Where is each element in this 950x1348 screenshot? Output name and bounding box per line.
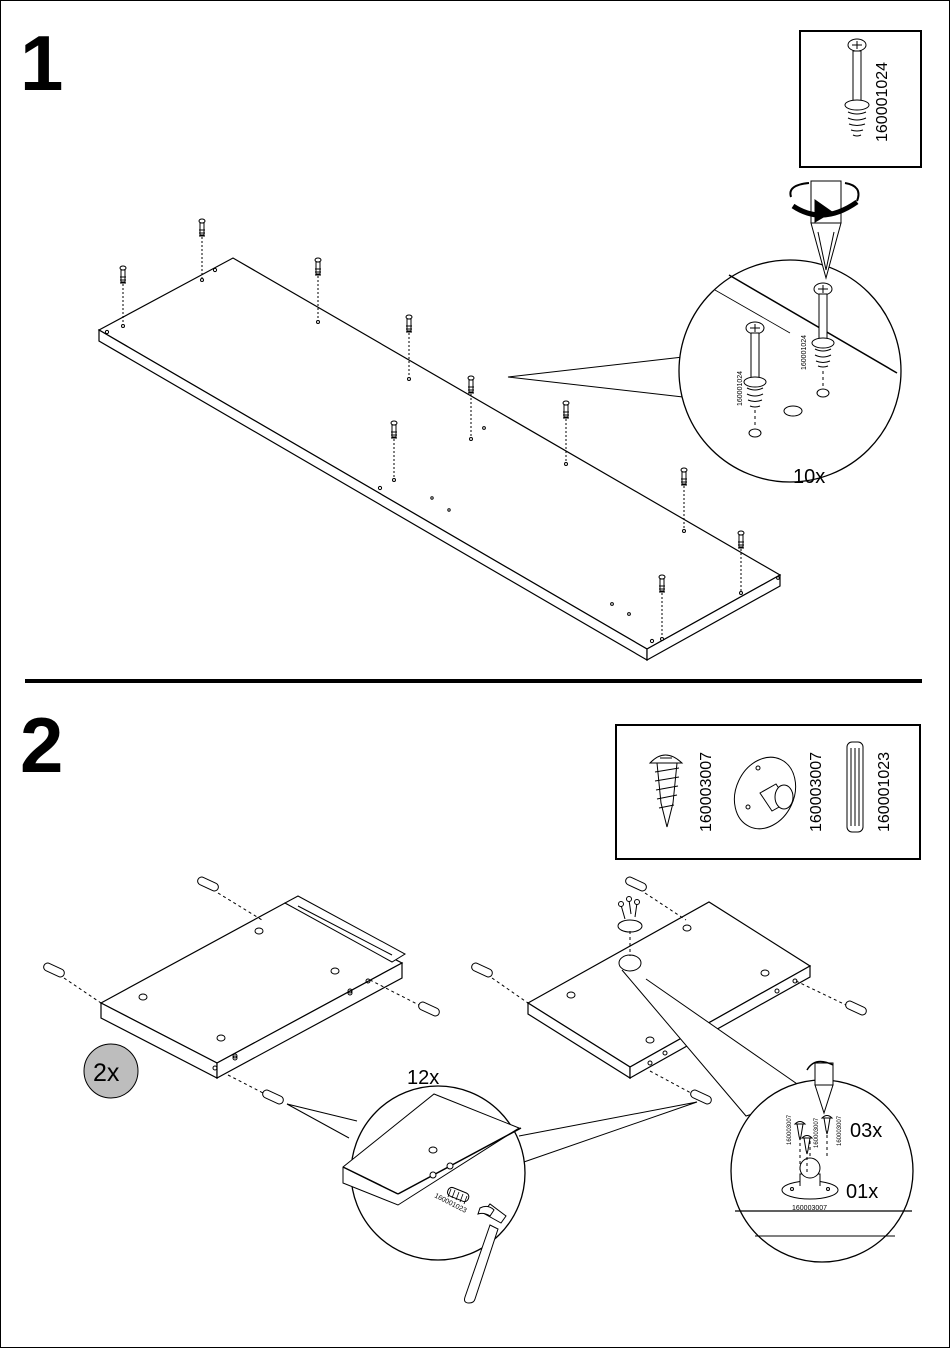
- step-1-part-code: 160001024: [874, 62, 891, 142]
- screw-callout-qty: 03x: [850, 1120, 882, 1142]
- dowel-callout-pointer-right: [519, 1102, 697, 1163]
- step-1-illustration: 10x 160001024 160001024 160001024: [99, 31, 921, 660]
- dowel-callout-qty: 12x: [407, 1067, 439, 1089]
- part-code-2: 160003007: [808, 752, 825, 832]
- step-1-quantity: 10x: [793, 466, 825, 488]
- callout-code-b: 160001024: [801, 335, 808, 370]
- step-2-illustration: 160003007 160003007 160001023: [42, 725, 920, 1303]
- part-code-1: 160003007: [698, 752, 715, 832]
- step-2-multiplier: 2x: [93, 1059, 120, 1087]
- step-2-part-box: 160003007 160003007 160001023: [616, 725, 920, 859]
- step-divider: [25, 679, 922, 683]
- callout-code-a: 160001024: [737, 371, 744, 406]
- dowel-callout-pointer-left: [287, 1104, 357, 1138]
- wood-dowel-icon: [847, 742, 863, 832]
- screw-callout-code-1: 160003007: [787, 1114, 793, 1145]
- right-board: [528, 902, 810, 1078]
- screw-callout-code-2: 160003007: [814, 1117, 820, 1148]
- long-board: [99, 258, 780, 660]
- screw-callout-code-3: 160003007: [837, 1115, 843, 1146]
- cam-bolt-2: [199, 219, 205, 282]
- step-1-part-box: 160001024: [800, 31, 921, 167]
- callout-pointer: [508, 357, 683, 397]
- plate-callout-code: 160003007: [792, 1205, 827, 1212]
- plate-callout-qty: 01x: [846, 1181, 878, 1203]
- part-code-3: 160001023: [876, 752, 893, 832]
- callout-circle: [679, 260, 901, 482]
- left-board: [101, 896, 405, 1078]
